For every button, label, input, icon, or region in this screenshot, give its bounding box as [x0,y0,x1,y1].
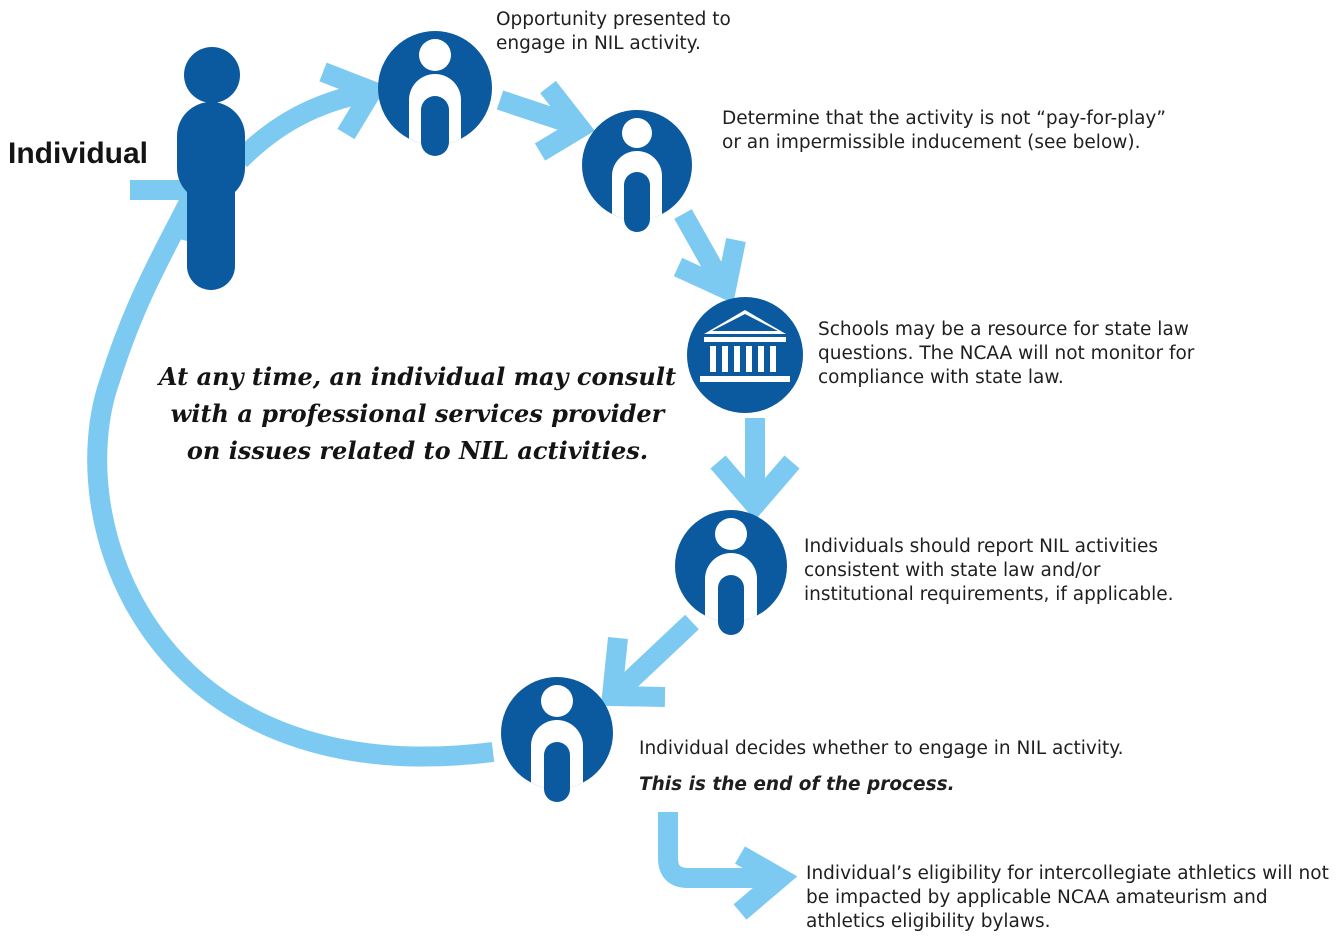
step4-text: Individuals should report NIL activities… [804,536,1174,605]
step2-text: Determine that the activity is not “pay-… [722,108,1166,153]
arrow-step2-to-step3 [674,209,732,290]
end-of-process-note: This is the end of the process. [639,774,955,795]
arrow-step1-to-step2-head [534,80,595,161]
arrow-step5-to-outcome [658,812,770,888]
step4-person-icon [675,510,787,635]
step3-text: Schools may be a resource for state law … [818,319,1195,388]
step3-institution-icon [687,297,803,413]
arrow-step3-to-step4-head [710,455,800,521]
arrow-individual-to-step1-head [319,62,387,140]
arrow-step5-to-outcome-head [733,846,798,920]
step1-person-icon [378,31,492,156]
arrow-individual-to-step1 [232,82,372,168]
diagram-title: Individual [8,137,149,170]
return-loop-arrow [87,195,495,767]
outcome-text: Individual’s eligibility for intercolleg… [806,863,1329,932]
step5-text: Individual decides whether to engage in … [639,738,1124,759]
center-note: At any time, an individual may consult w… [158,362,677,465]
arrow-step4-to-step5-head [600,636,666,707]
step2-person-icon [582,110,692,232]
individual-figure-icon [177,47,245,290]
arrow-step4-to-step5 [615,614,699,696]
arrow-step2-to-step3-head [673,238,746,304]
step5-person-icon [501,677,613,802]
step1-text: Opportunity presented to engage in NIL a… [496,9,731,54]
